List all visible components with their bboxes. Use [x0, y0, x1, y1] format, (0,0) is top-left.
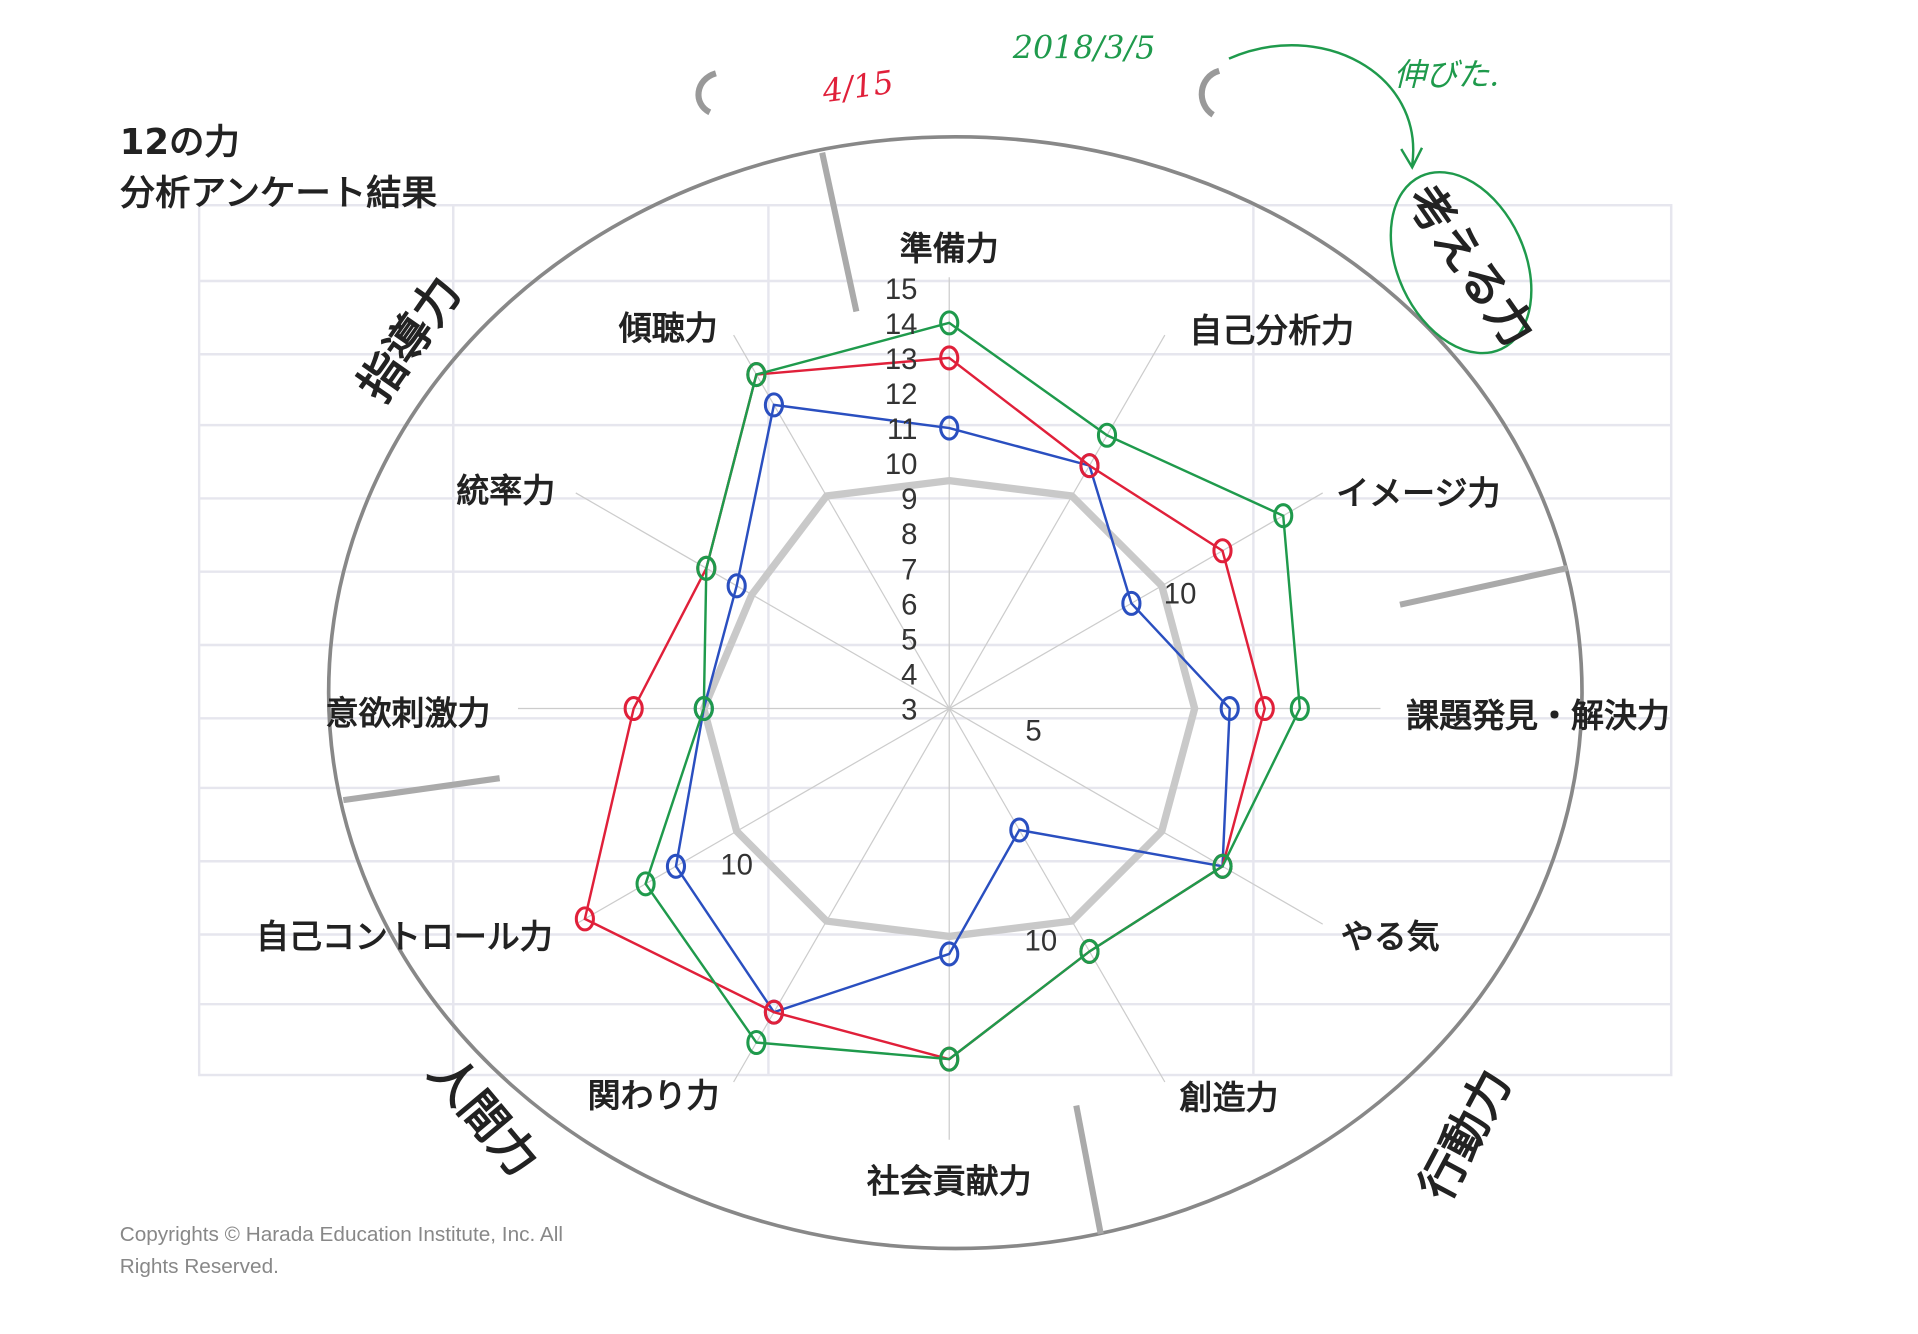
category-label: 自己コントロール力	[256, 917, 553, 956]
data-point-blue	[665, 853, 687, 879]
binder-hole-right	[1198, 67, 1221, 118]
r-tick-label: 14	[885, 308, 918, 341]
extra-label: 10	[1164, 577, 1197, 610]
data-point-green	[1079, 938, 1100, 964]
r-tick-label: 15	[885, 273, 918, 306]
data-point-red	[763, 999, 785, 1025]
r-tick-label: 4	[901, 658, 917, 691]
extra-label: 10	[1025, 924, 1058, 957]
handwritten-note-green: 伸びた.	[1394, 58, 1499, 94]
copyright: Rights Reserved.	[120, 1255, 279, 1278]
data-point-green	[1273, 503, 1294, 529]
category-label: やる気	[1341, 917, 1440, 956]
data-point-blue	[726, 573, 747, 599]
category-label: 社会貢献力	[867, 1161, 1032, 1200]
data-point-blue	[939, 415, 960, 441]
data-point-red	[1212, 538, 1233, 564]
axis-line	[948, 708, 1323, 925]
series-line-green	[644, 321, 1302, 1061]
group-dividers	[342, 152, 1569, 1235]
category-label: イメージ力	[1336, 474, 1500, 513]
data-point-red	[1254, 696, 1275, 722]
radar-series	[574, 310, 1310, 1072]
category-label: 準備力	[900, 229, 999, 268]
data-point-red	[1079, 453, 1100, 479]
data-point-red	[574, 906, 595, 932]
data-point-green	[1212, 853, 1233, 879]
handwritten-date-red: 4/15	[819, 65, 896, 111]
data-point-green	[939, 310, 960, 336]
data-point-green	[939, 1046, 960, 1072]
r-tick-label: 10	[885, 448, 918, 481]
category-label: 創造力	[1180, 1078, 1279, 1117]
page-title: 12の力	[120, 122, 240, 163]
r-tick-label: 7	[901, 553, 917, 586]
data-point-blue	[939, 941, 960, 967]
data-point-green	[1289, 696, 1310, 722]
extra-label: 10	[720, 849, 753, 882]
category-label: 関わり力	[588, 1076, 720, 1115]
category-label: 傾聴力	[618, 309, 718, 348]
data-point-green	[746, 362, 767, 388]
category-label: 自己分析力	[1189, 311, 1354, 350]
binder-hole-left	[695, 70, 718, 116]
r-tick-label: 8	[901, 518, 917, 551]
axis-line	[948, 334, 1166, 709]
copyright: Copyrights © Harada Education Institute,…	[120, 1223, 563, 1246]
data-point-blue	[1121, 590, 1142, 616]
handwritten-circle	[1389, 170, 1533, 355]
outer-circle	[326, 134, 1584, 1251]
category-label: 統率力	[456, 471, 555, 510]
radar-axes	[517, 277, 1381, 1140]
axis-line	[948, 708, 1166, 1083]
axis-line	[575, 708, 950, 925]
data-point-red	[939, 345, 960, 371]
group-label-action: 行動力	[1409, 1061, 1522, 1209]
data-point-blue	[1219, 696, 1240, 722]
category-label: 意欲刺激力	[326, 693, 491, 732]
data-point-green	[693, 696, 714, 722]
data-point-green	[1096, 422, 1118, 448]
extra-label: 5	[1025, 714, 1041, 747]
axis-line	[575, 492, 950, 710]
handwritten-date-green: 2018/3/5	[1012, 31, 1156, 67]
data-point-green	[746, 1030, 767, 1056]
axis-line	[948, 492, 1323, 710]
page-subtitle: 分析アンケート結果	[120, 173, 438, 214]
handwritten-arrow-icon	[1228, 44, 1424, 170]
group-label-thinking: 考える力	[1396, 175, 1546, 357]
group-label-human: 人間力	[418, 1045, 549, 1186]
axis-line	[733, 708, 950, 1083]
r-tick-label: 13	[885, 343, 918, 376]
r-tick-label: 3	[901, 694, 917, 727]
series-line-blue	[674, 403, 1231, 1014]
category-label: 課題発見・解決力	[1406, 696, 1670, 735]
r-tick-label: 12	[885, 378, 918, 411]
series-line-printed	[699, 476, 1199, 941]
r-tick-label: 6	[901, 588, 917, 621]
data-point-blue	[1009, 817, 1030, 843]
data-point-blue	[763, 392, 785, 418]
data-point-red	[623, 696, 644, 722]
r-tick-label: 9	[901, 483, 917, 516]
data-point-green	[696, 555, 717, 581]
r-tick-label: 5	[901, 623, 917, 656]
data-point-green	[635, 871, 656, 897]
r-tick-label: 11	[887, 413, 917, 446]
